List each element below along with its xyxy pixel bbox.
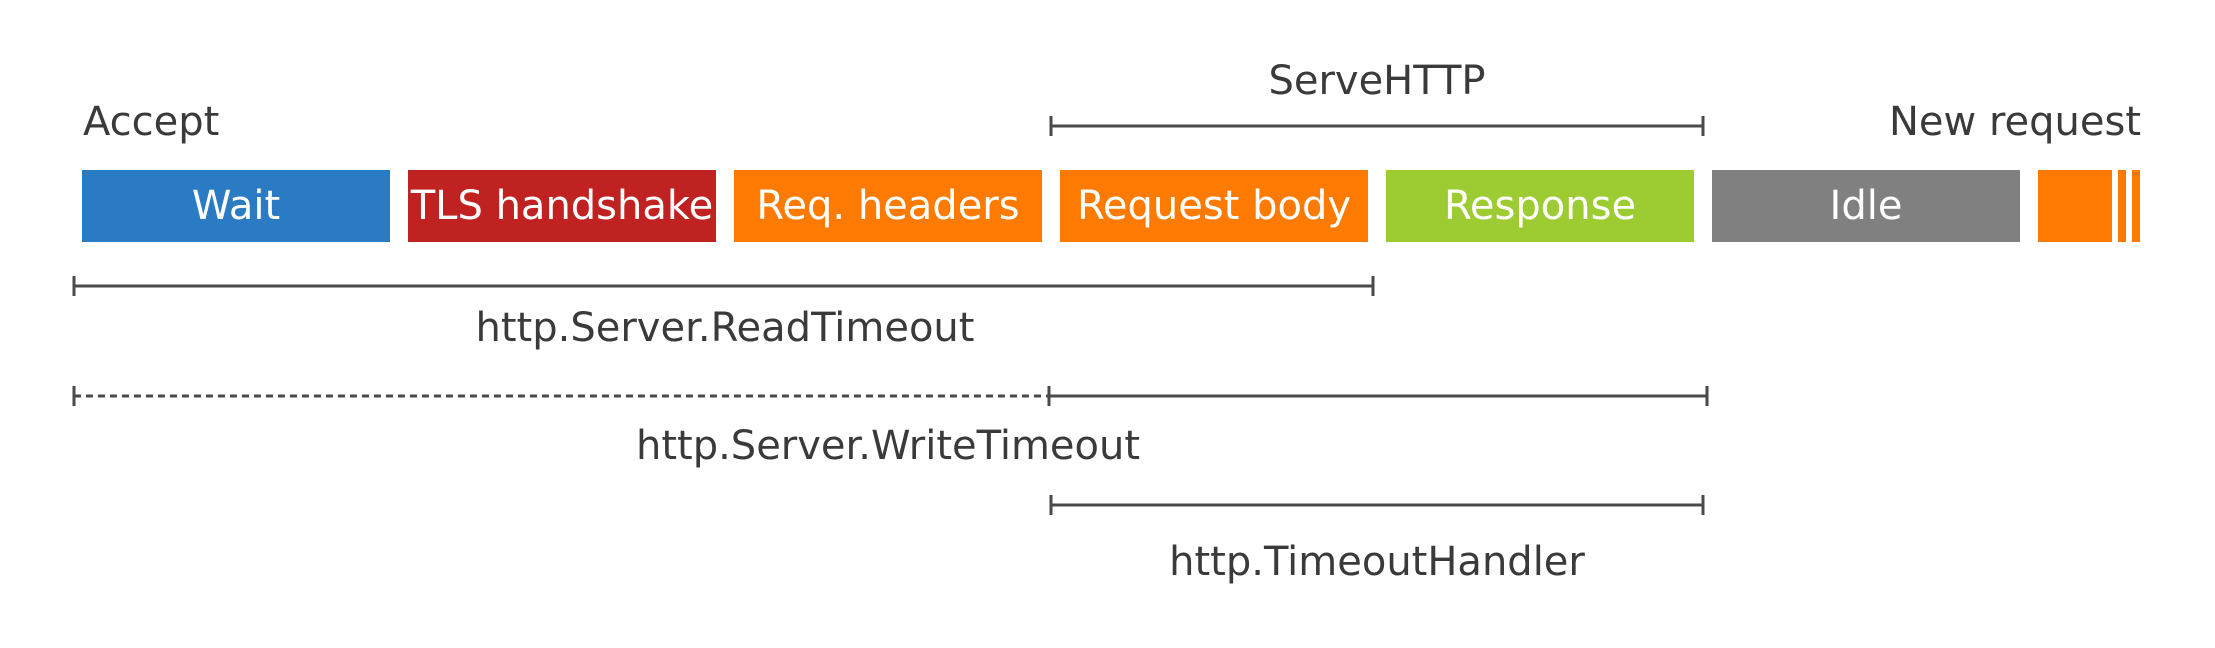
phase-response-label: Response — [1443, 183, 1637, 229]
read-timeout-interval — [72, 276, 1375, 296]
phase-req-headers: Req. headers — [734, 170, 1042, 242]
serve-http-label: ServeHTTP — [1268, 58, 1486, 104]
phase-wait-label: Wait — [191, 183, 281, 229]
phase-tls-handshake: TLS handshake — [408, 170, 716, 242]
write-timeout-interval — [72, 386, 1709, 406]
serve-http-interval — [1049, 116, 1705, 136]
read-timeout-label: http.Server.ReadTimeout — [475, 305, 975, 351]
next-request-block — [2038, 170, 2112, 242]
write-timeout-label: http.Server.WriteTimeout — [635, 423, 1141, 469]
new-request-label: New request — [1888, 99, 2141, 145]
phase-idle: Idle — [1712, 170, 2020, 242]
accept-label: Accept — [83, 99, 220, 145]
next-request-stripe-2 — [2132, 170, 2140, 242]
phase-req-headers-label: Req. headers — [756, 183, 1020, 229]
next-request-stripe-1 — [2118, 170, 2126, 242]
phase-request-body: Request body — [1060, 170, 1368, 242]
phase-request-body-label: Request body — [1076, 183, 1352, 229]
phase-tls-handshake-label: TLS handshake — [410, 183, 714, 229]
timeout-handler-interval — [1049, 495, 1705, 515]
phase-wait: Wait — [82, 170, 390, 242]
phase-idle-label: Idle — [1829, 183, 1903, 229]
phase-response: Response — [1386, 170, 1694, 242]
timeout-handler-label: http.TimeoutHandler — [1169, 539, 1585, 585]
